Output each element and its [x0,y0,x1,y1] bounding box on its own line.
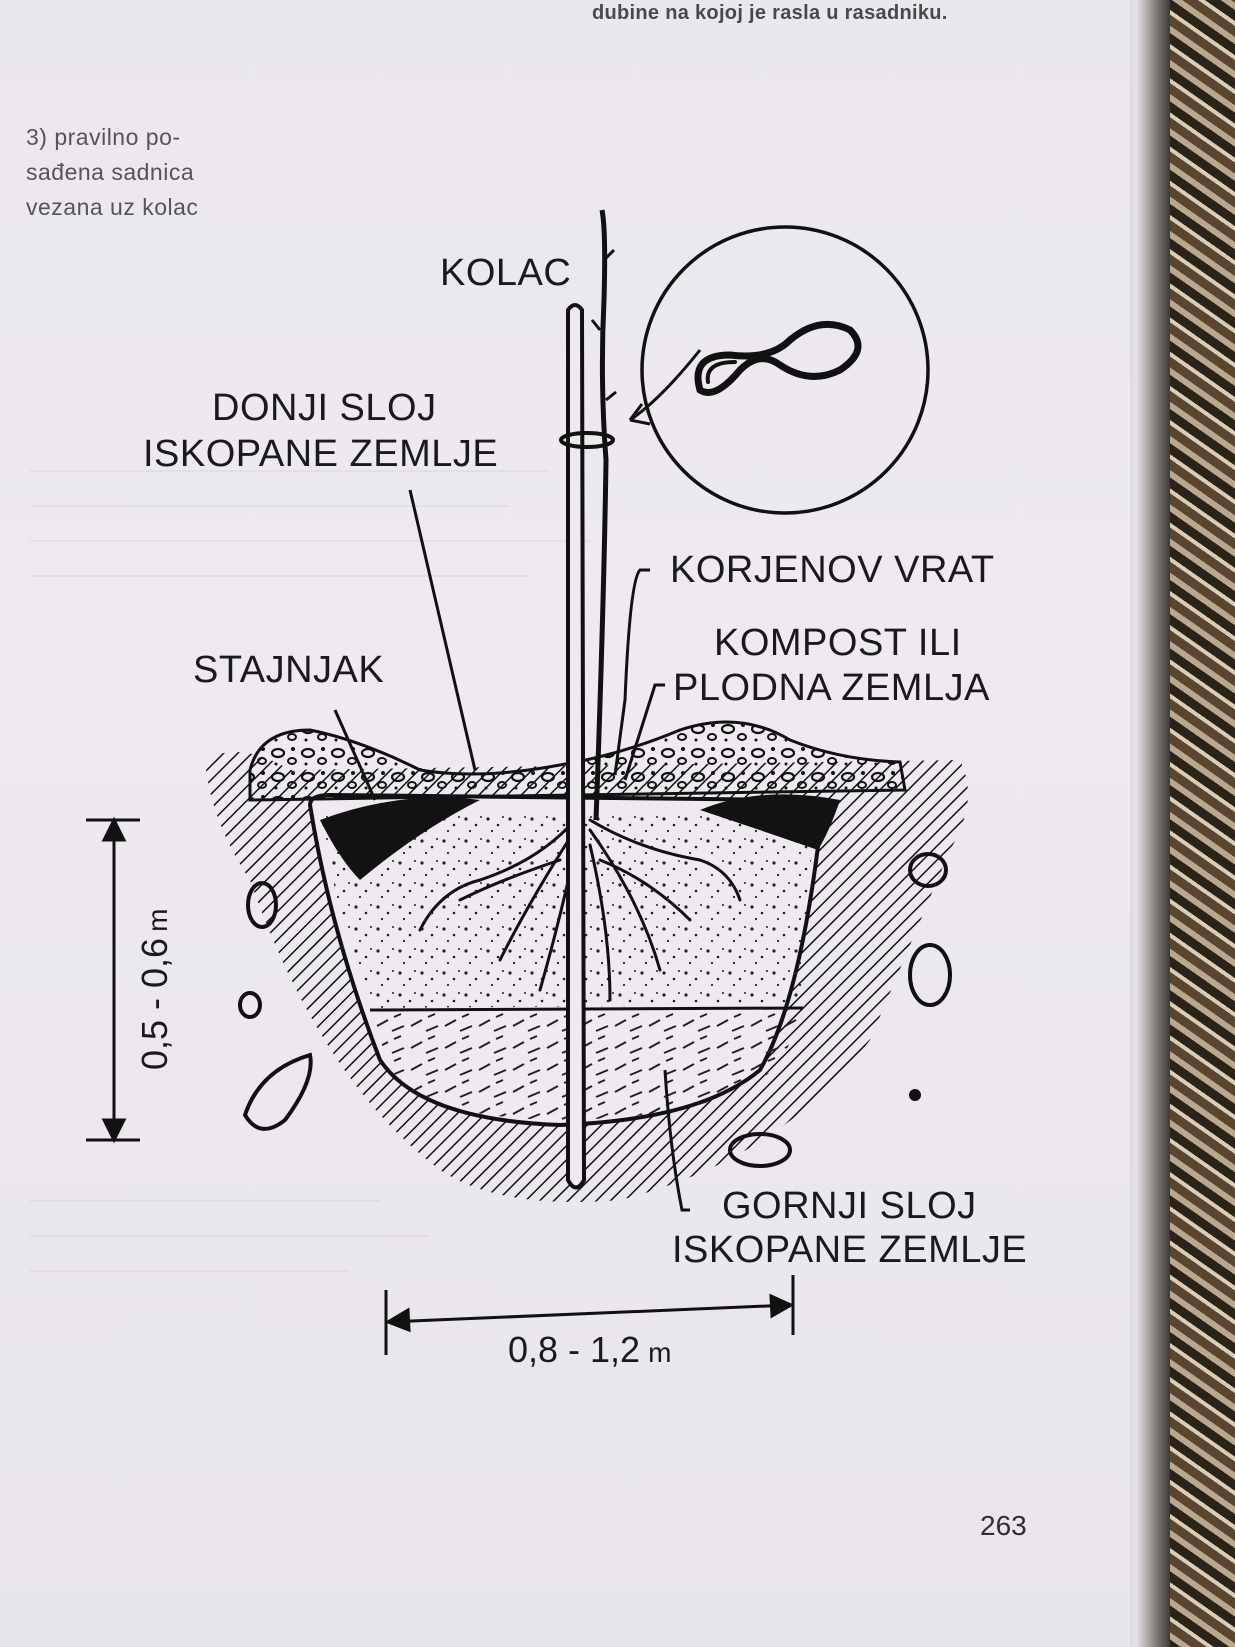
label-kolac: KOLAC [440,252,571,294]
bleed-through-text [0,0,1130,1647]
tie-knot [559,431,615,449]
figure-caption: 3) pravilno po- sađena sadnica vezana uz… [26,120,198,225]
depth-dimension [86,816,140,1144]
sapling-stem [593,209,609,821]
top-text-fragment: dubine na kojoj je rasla u rasadniku. [592,2,948,24]
label-kompost-line2: PLODNA ZEMLJA [673,667,990,709]
planting-diagram: KOLAC DONJI SLOJ ISKOPANE ZEMLJE KORJENO… [86,209,1027,1370]
background-carpet [1165,0,1235,1647]
depth-value: 0,5 - 0,6m [134,909,175,1070]
leader-lines [333,489,690,1212]
label-gornji-sloj-line1: GORNJI SLOJ [722,1185,977,1227]
lower-topsoil-layer [372,1010,800,1120]
caption-line: sađena sadnica [26,159,195,185]
label-korjenov-vrat: KORJENOV VRAT [670,549,995,591]
figure-eight-tie-icon [694,320,862,396]
tie-detail-circle [640,225,930,515]
book-page: dubine na kojoj je rasla u rasadniku. 3)… [0,0,1130,1647]
stake [566,303,587,1190]
stones [238,852,952,1168]
label-gornji-sloj-line2: ISKOPANE ZEMLJE [672,1229,1027,1271]
label-donji-sloj-line1: DONJI SLOJ [212,387,437,429]
manure-layer-left [320,797,480,880]
label-stajnjak: STAJNJAK [193,649,384,691]
label-kompost-line1: KOMPOST ILI [714,622,962,664]
width-dimension [384,1275,795,1355]
caption-line: vezana uz kolac [26,194,199,220]
label-donji-sloj-line2: ISKOPANE ZEMLJE [143,433,498,475]
arrow-icon [628,349,702,426]
manure-layer-right [700,794,840,850]
caption-line: 3) pravilno po- [26,124,181,150]
page-number: 263 [980,1510,1027,1541]
